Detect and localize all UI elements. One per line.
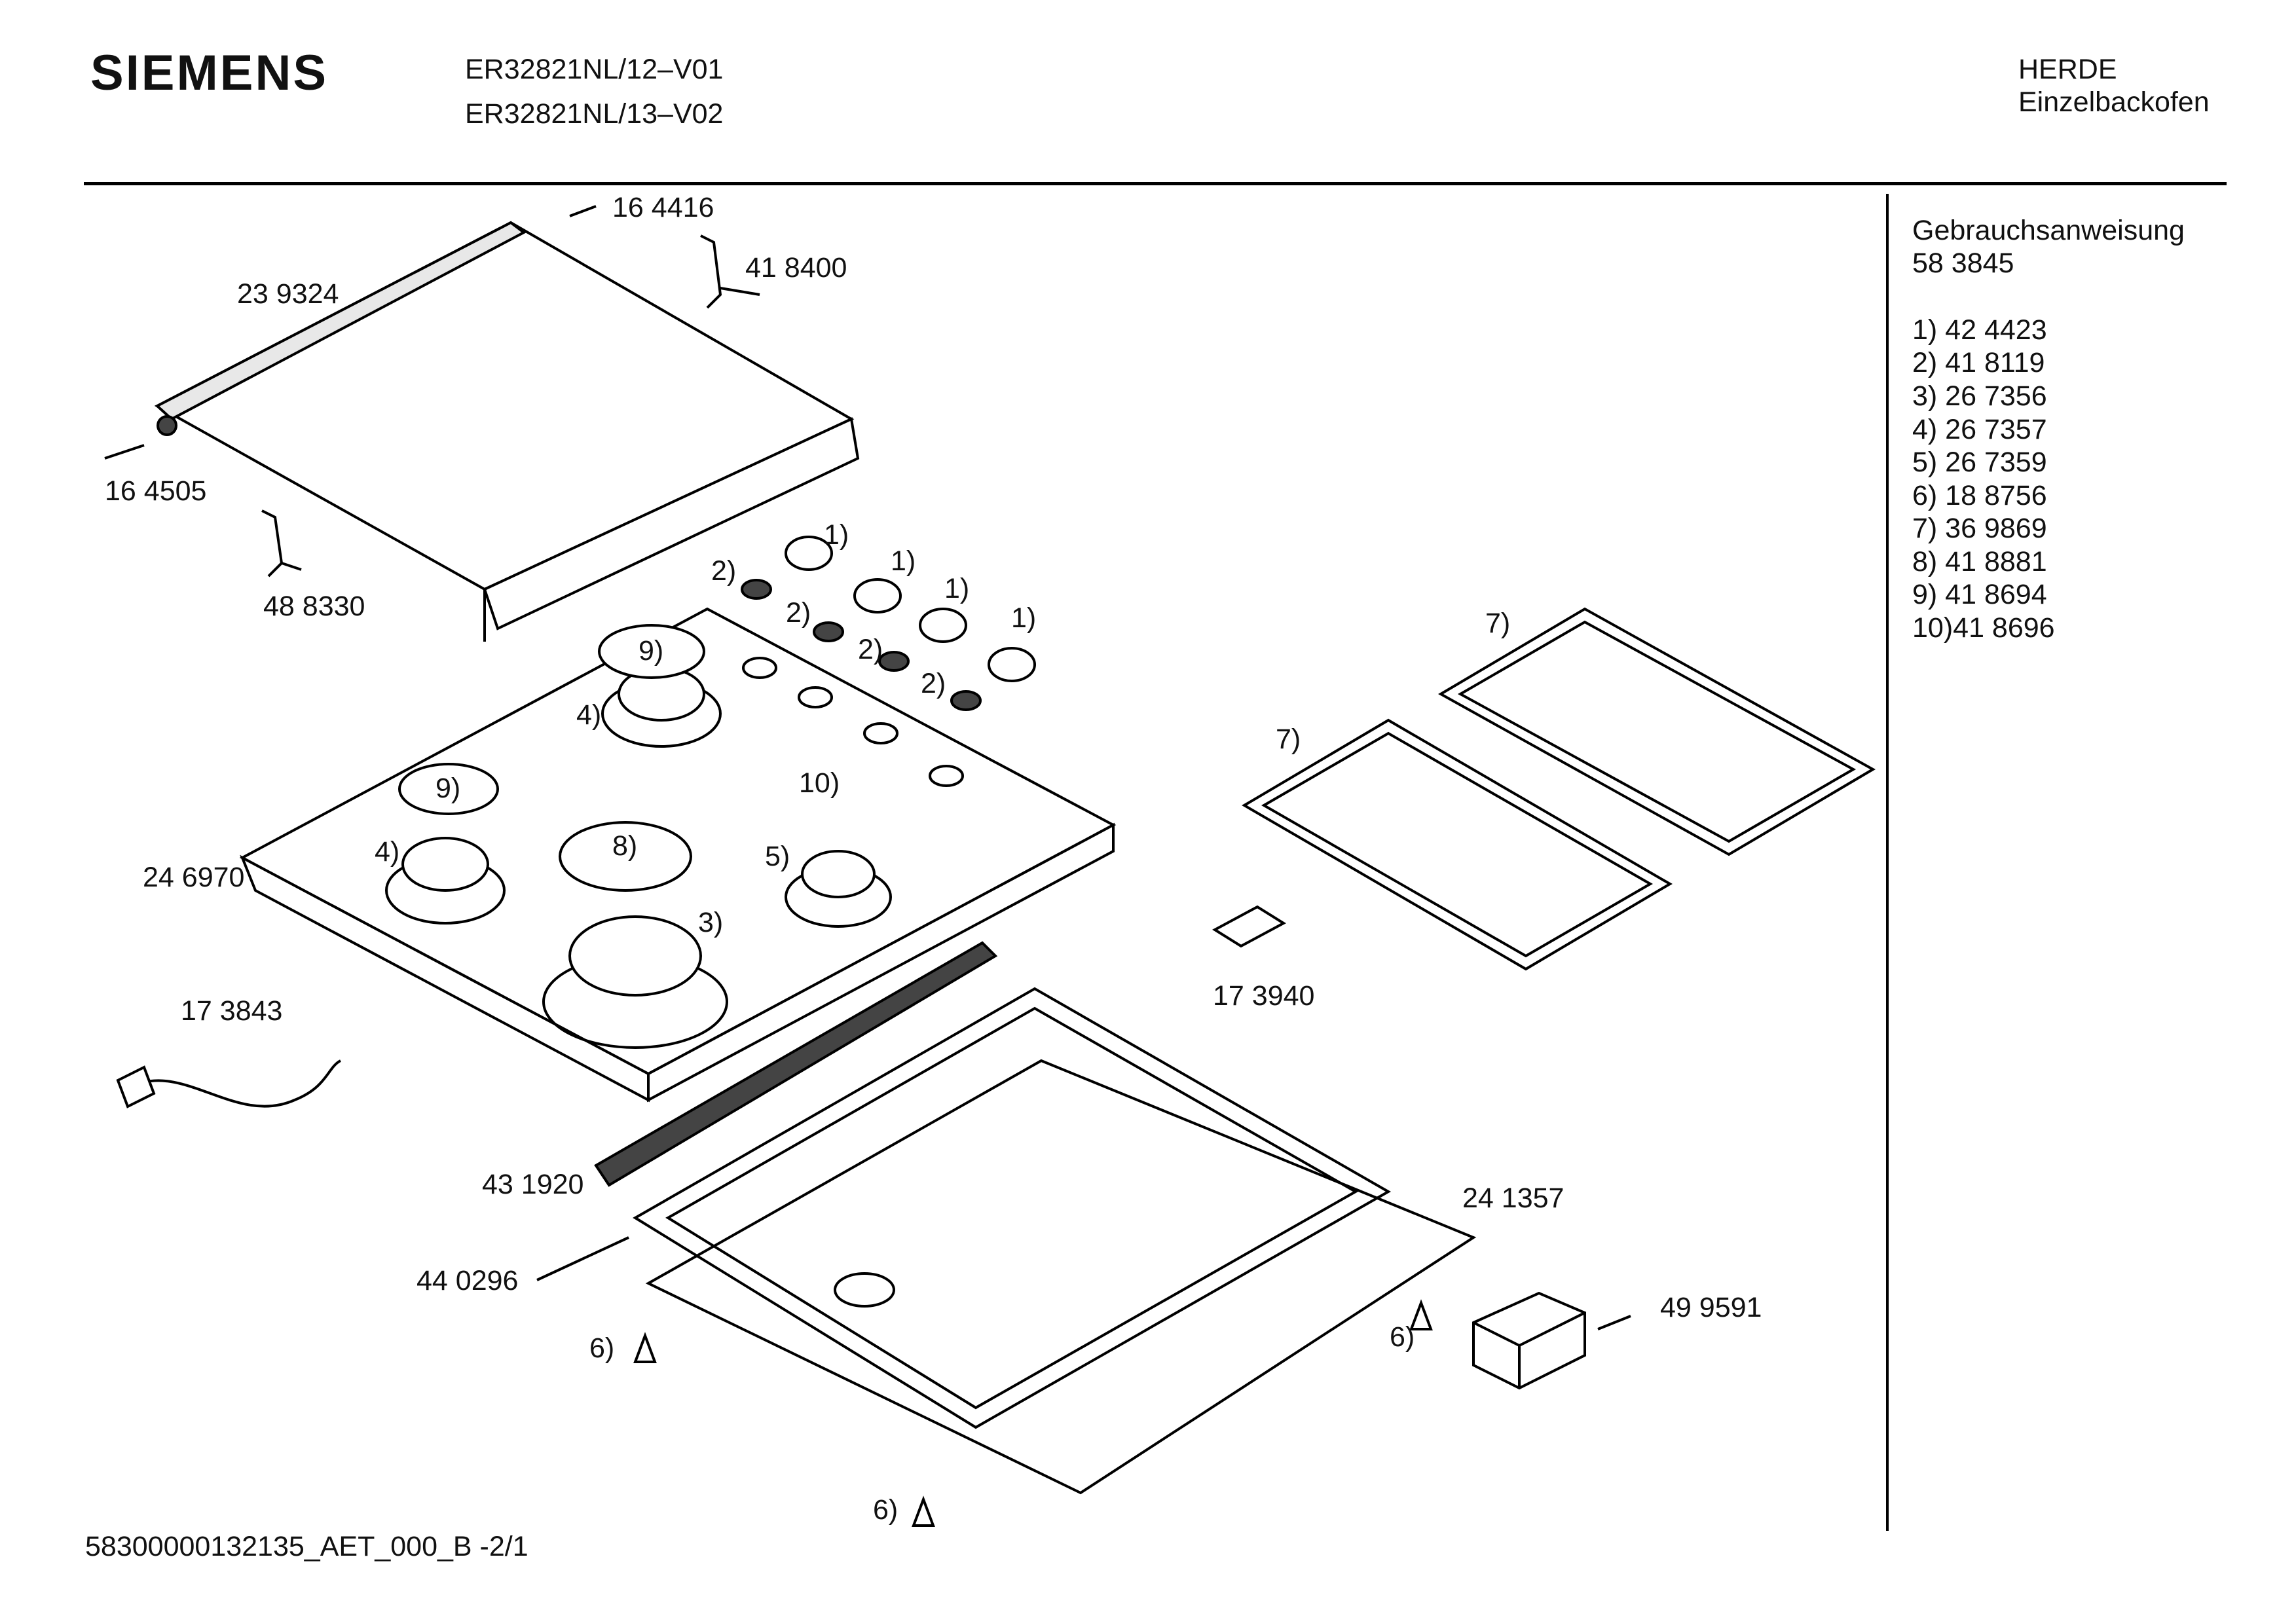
cover-lid-drawing xyxy=(154,221,860,642)
model-number-1: ER32821NL/12–V01 xyxy=(465,54,724,85)
callout-grate: 7) xyxy=(1276,724,1301,755)
parts-list-item: 2) 41 8119 xyxy=(1912,347,2045,378)
label-17-3940: 17 3940 xyxy=(1213,980,1315,1012)
connection-box-drawing xyxy=(1472,1291,1586,1390)
screw-and-bracket-drawings xyxy=(104,205,760,577)
callout-seal: 2) xyxy=(711,555,737,587)
label-44-0296: 44 0296 xyxy=(417,1265,519,1296)
callout-knob: 1) xyxy=(944,573,970,604)
parts-list-item: 1) 42 4423 xyxy=(1912,314,2047,346)
manual-label: Gebrauchsanweisung xyxy=(1912,215,2185,246)
callout-knob: 1) xyxy=(1011,602,1037,634)
callout-burner-5: 5) xyxy=(765,841,790,872)
sidebar-divider xyxy=(1886,194,1889,1531)
pan-support-grates-drawing xyxy=(1242,607,1876,971)
label-48-8330: 48 8330 xyxy=(263,591,365,622)
callout-cap-9: 9) xyxy=(639,635,664,667)
frame-drawing xyxy=(633,987,1477,1495)
callout-cap-9: 9) xyxy=(435,773,461,804)
callout-burner-3: 3) xyxy=(698,907,724,938)
callout-foot: 6) xyxy=(873,1494,898,1526)
power-cable-drawing xyxy=(116,1059,342,1108)
label-23-9324: 23 9324 xyxy=(237,278,339,310)
callout-knob: 1) xyxy=(824,519,849,551)
parts-list-item: 5) 26 7359 xyxy=(1912,447,2047,478)
callout-foot: 6) xyxy=(1390,1321,1415,1353)
parts-list-item: 7) 36 9869 xyxy=(1912,513,2047,544)
parts-list-item: 8) 41 8881 xyxy=(1912,546,2047,577)
sealing-strip-drawing xyxy=(594,941,998,1187)
appliance-subcategory: Einzelbackofen xyxy=(2018,86,2210,118)
manual-number: 58 3845 xyxy=(1912,247,2014,279)
parts-list-item: 4) 26 7357 xyxy=(1912,414,2047,445)
callout-grate: 7) xyxy=(1485,608,1511,639)
callout-knob: 1) xyxy=(891,545,916,577)
callout-cap-8: 8) xyxy=(612,830,638,862)
parts-list-item: 3) 26 7356 xyxy=(1912,380,2047,412)
label-41-8400: 41 8400 xyxy=(745,252,847,284)
label-24-1357: 24 1357 xyxy=(1462,1182,1565,1214)
label-16-4416: 16 4416 xyxy=(612,192,714,223)
model-number-2: ER32821NL/13–V02 xyxy=(465,98,724,130)
parts-list-item: 10)41 8696 xyxy=(1912,612,2055,644)
parts-list-item: 9) 41 8694 xyxy=(1912,579,2047,610)
callout-seal: 2) xyxy=(921,668,946,699)
callout-seal: 2) xyxy=(858,634,883,665)
brand-logo: SIEMENS xyxy=(90,45,329,101)
header-divider xyxy=(84,182,2227,185)
label-24-6970: 24 6970 xyxy=(143,862,245,893)
callout-foot: 6) xyxy=(589,1332,615,1364)
terminal-block-drawing xyxy=(1212,905,1286,948)
label-49-9591: 49 9591 xyxy=(1660,1292,1762,1323)
cooktop-drawing xyxy=(239,607,1117,1103)
parts-list-item: 6) 18 8756 xyxy=(1912,480,2047,511)
label-43-1920: 43 1920 xyxy=(482,1169,584,1200)
appliance-category: HERDE xyxy=(2018,54,2117,85)
label-17-3843: 17 3843 xyxy=(181,995,283,1027)
foot-drawings xyxy=(633,1299,1433,1527)
callout-burner-4: 4) xyxy=(375,836,400,868)
callout-cap-10: 10) xyxy=(799,767,840,799)
callout-seal: 2) xyxy=(786,597,811,629)
knob-drawings xyxy=(741,536,1036,711)
document-id: 58300000132135_AET_000_B -2/1 xyxy=(85,1531,528,1562)
label-16-4505: 16 4505 xyxy=(105,475,207,507)
callout-burner-4: 4) xyxy=(576,699,602,731)
